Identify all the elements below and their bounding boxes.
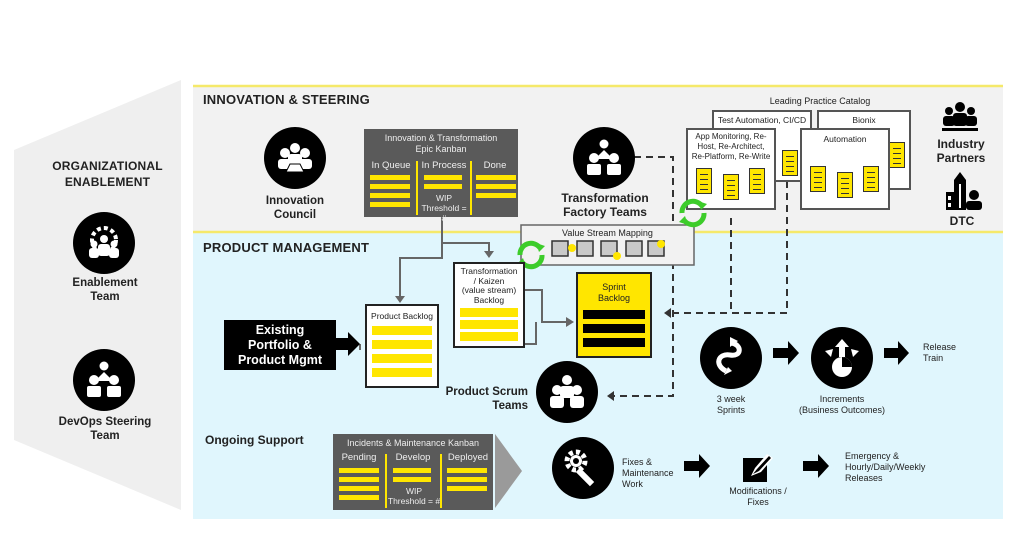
fixes-work-icon (552, 437, 614, 499)
scrum-teams-icon (536, 361, 598, 423)
innovation-title: INNOVATION & STEERING (203, 92, 370, 107)
transformation-backlog-3: (value stream) (461, 285, 517, 295)
product-title: PRODUCT MANAGEMENT (203, 240, 370, 255)
app-monitoring-title-3: Re-Platform, Re-Write (691, 152, 771, 161)
transformation-backlog-2: / Kaizen (473, 275, 505, 286)
app-monitoring-title-1: App Monitoring, Re- (695, 132, 767, 141)
epic-kanban-title-2: Epic Kanban (415, 144, 467, 154)
sprint-backlog-1: Sprint (602, 282, 626, 292)
support-wip-2: Threshold = # (387, 496, 441, 506)
value-stream-title: Value Stream Mapping (562, 228, 653, 238)
industry-partners-icon (940, 101, 980, 133)
fixes-work-1: Fixes & (622, 457, 653, 467)
sprint-backlog: Sprint Backlog (576, 272, 652, 358)
modifications-label-2: Fixes (747, 497, 769, 507)
sprints-label-2: Sprints (716, 405, 745, 415)
release-train-1: Release (923, 342, 957, 352)
product-backlog-title: Product Backlog (371, 311, 433, 321)
cycle-icon (676, 196, 710, 230)
kanban-col-pending: Pending (341, 452, 377, 463)
devops-team-label-1: DevOps Steering (58, 416, 152, 428)
epic-wip-1: WIP (435, 193, 453, 203)
factory-label-2: Factory Teams (563, 205, 647, 219)
existing-portfolio-1: Existing (255, 323, 305, 337)
release-train-2: Train (923, 353, 944, 363)
org-enablement-title-2: ENABLEMENT (64, 175, 151, 189)
kanban-col-in-queue: In Queue (371, 160, 411, 171)
support-kanban: Incidents & Maintenance Kanban Pending D… (333, 434, 493, 510)
devops-team-icon (73, 349, 135, 411)
transformation-factory-icon (573, 127, 635, 189)
support-chevron (495, 434, 522, 508)
epic-kanban-title-1: Innovation & Transformation (384, 133, 498, 143)
existing-portfolio-3: Product Mgmt (237, 353, 323, 367)
dtc-building-icon (944, 170, 982, 210)
org-enablement-panel (14, 80, 181, 510)
modifications-icon (741, 450, 775, 484)
epic-wip-2: Threshold = # (421, 203, 467, 223)
org-enablement-title-1: ORGANIZATIONAL (52, 159, 163, 173)
factory-label-1: Transformation (561, 191, 649, 205)
support-wip-1: WIP (405, 486, 423, 496)
catalog-card-automation: Automation (800, 128, 890, 210)
app-monitoring-title-2: Host, Re-Architect, (697, 142, 765, 151)
sprints-icon (700, 327, 762, 389)
transformation-backlog-4: Backlog (473, 294, 505, 305)
kanban-col-in-process: In Process (421, 160, 467, 171)
enablement-team-label-2: Team (90, 291, 120, 303)
existing-portfolio-2: Portfolio & (248, 338, 312, 352)
industry-partners-label-1: Industry (937, 137, 985, 151)
enablement-team-label-1: Enablement (72, 277, 138, 289)
catalog-card-automation-title: Automation (823, 134, 867, 144)
scrum-teams-label-2: Teams (492, 400, 528, 412)
epic-kanban: Innovation & Transformation Epic Kanban … (364, 129, 518, 223)
innovation-council-label-1: Innovation (265, 195, 325, 207)
scrum-teams-label-1: Product Scrum (445, 386, 528, 398)
increments-label-1: Increments (819, 394, 865, 404)
releases-label-2: Hourly/Daily/Weekly (845, 462, 926, 472)
existing-portfolio-box: Existing Portfolio & Product Mgmt (224, 320, 336, 370)
sprint-backlog-2: Backlog (597, 293, 631, 303)
innovation-council-label-2: Council (273, 209, 317, 221)
releases-label-1: Emergency & (845, 451, 900, 461)
catalog-card-app-monitoring: App Monitoring, Re- Host, Re-Architect, … (686, 128, 776, 210)
value-stream-box (520, 224, 695, 266)
catalog-card-test-automation-title: Test Automation, CI/CD (717, 115, 807, 125)
devops-team-label-2: Team (90, 430, 120, 442)
transformation-backlog-1: Transformation (460, 266, 518, 276)
product-backlog: Product Backlog (365, 304, 439, 388)
modifications-label-1: Modifications / (729, 486, 787, 496)
kanban-col-deployed: Deployed (447, 452, 489, 463)
releases-label-3: Releases (845, 473, 883, 483)
dtc-label: DTC (949, 214, 975, 228)
increments-label-2: (Business Outcomes) (798, 405, 886, 415)
transformation-backlog: Transformation / Kaizen (value stream) B… (453, 262, 525, 348)
sprints-label-1: 3 week (716, 394, 746, 404)
kanban-col-done: Done (483, 160, 507, 171)
catalog-card-bionix-title: Bionix (852, 115, 876, 125)
enablement-team-icon (73, 212, 135, 274)
catalog-title: Leading Practice Catalog (769, 96, 871, 106)
kanban-col-develop: Develop (395, 452, 431, 463)
fixes-work-2: Maintenance (622, 468, 674, 478)
support-kanban-title: Incidents & Maintenance Kanban (346, 438, 480, 448)
innovation-council-icon (264, 127, 326, 189)
industry-partners-label-2: Partners (936, 151, 986, 165)
support-title: Ongoing Support (205, 433, 304, 447)
increments-icon (811, 327, 873, 389)
fixes-work-3: Work (622, 479, 643, 489)
